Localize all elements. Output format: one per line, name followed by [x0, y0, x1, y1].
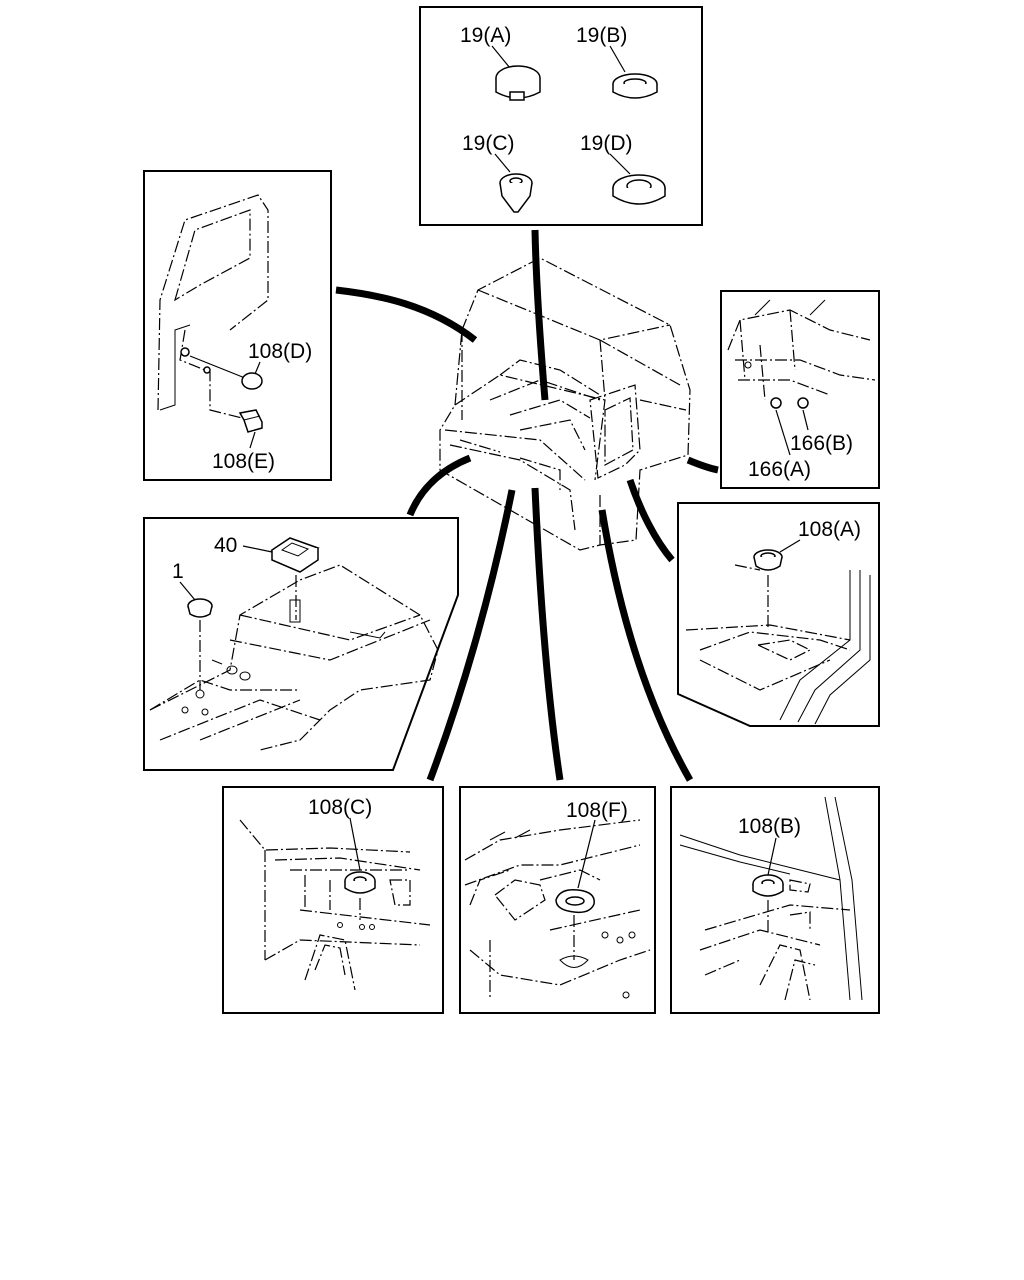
clip-166b	[797, 397, 809, 409]
label-108c: 108(C)	[308, 796, 372, 819]
clip-108e	[238, 409, 263, 433]
grommet-108a	[753, 549, 783, 571]
panel-108a: 108(A)	[677, 502, 880, 727]
grommet-108f	[555, 888, 595, 914]
connector-lines	[335, 229, 719, 782]
grommet-108b	[752, 874, 784, 897]
panel-clips-19: 19(A) 19(B) 19(C) 19(D)	[419, 6, 703, 226]
panel-108f: 108(F)	[459, 786, 656, 1014]
label-108b: 108(B)	[738, 815, 801, 838]
label-166b: 166(B)	[790, 432, 853, 455]
grommet-108c	[344, 871, 376, 894]
clip-1	[187, 598, 213, 618]
label-19c: 19(C)	[462, 132, 515, 155]
label-108f: 108(F)	[566, 799, 628, 822]
label-108a: 108(A)	[798, 518, 861, 541]
label-19b: 19(B)	[576, 24, 627, 47]
label-108e: 108(E)	[212, 450, 275, 473]
grommet-19b	[612, 73, 658, 99]
panel-166ab: 166(B) 166(A)	[720, 290, 880, 489]
label-166a: 166(A)	[748, 458, 811, 481]
clip-19a	[495, 65, 541, 101]
cab-overview	[439, 257, 691, 551]
panel-door-108de: 108(D) 108(E)	[143, 170, 332, 481]
clip-19c	[499, 173, 533, 213]
label-19a: 19(A)	[460, 24, 511, 47]
label-19d: 19(D)	[580, 132, 633, 155]
panel-floor-40-1: 40 1	[143, 517, 459, 771]
clip-166a	[770, 397, 782, 409]
grommet-19d	[612, 174, 666, 205]
panel-108b: 108(B)	[670, 786, 880, 1014]
label-1: 1	[172, 560, 184, 583]
grommet-40	[270, 537, 320, 573]
label-108d: 108(D)	[248, 340, 312, 363]
plug-108d	[241, 372, 263, 390]
panel-108c: 108(C)	[222, 786, 444, 1014]
label-40: 40	[214, 534, 237, 557]
